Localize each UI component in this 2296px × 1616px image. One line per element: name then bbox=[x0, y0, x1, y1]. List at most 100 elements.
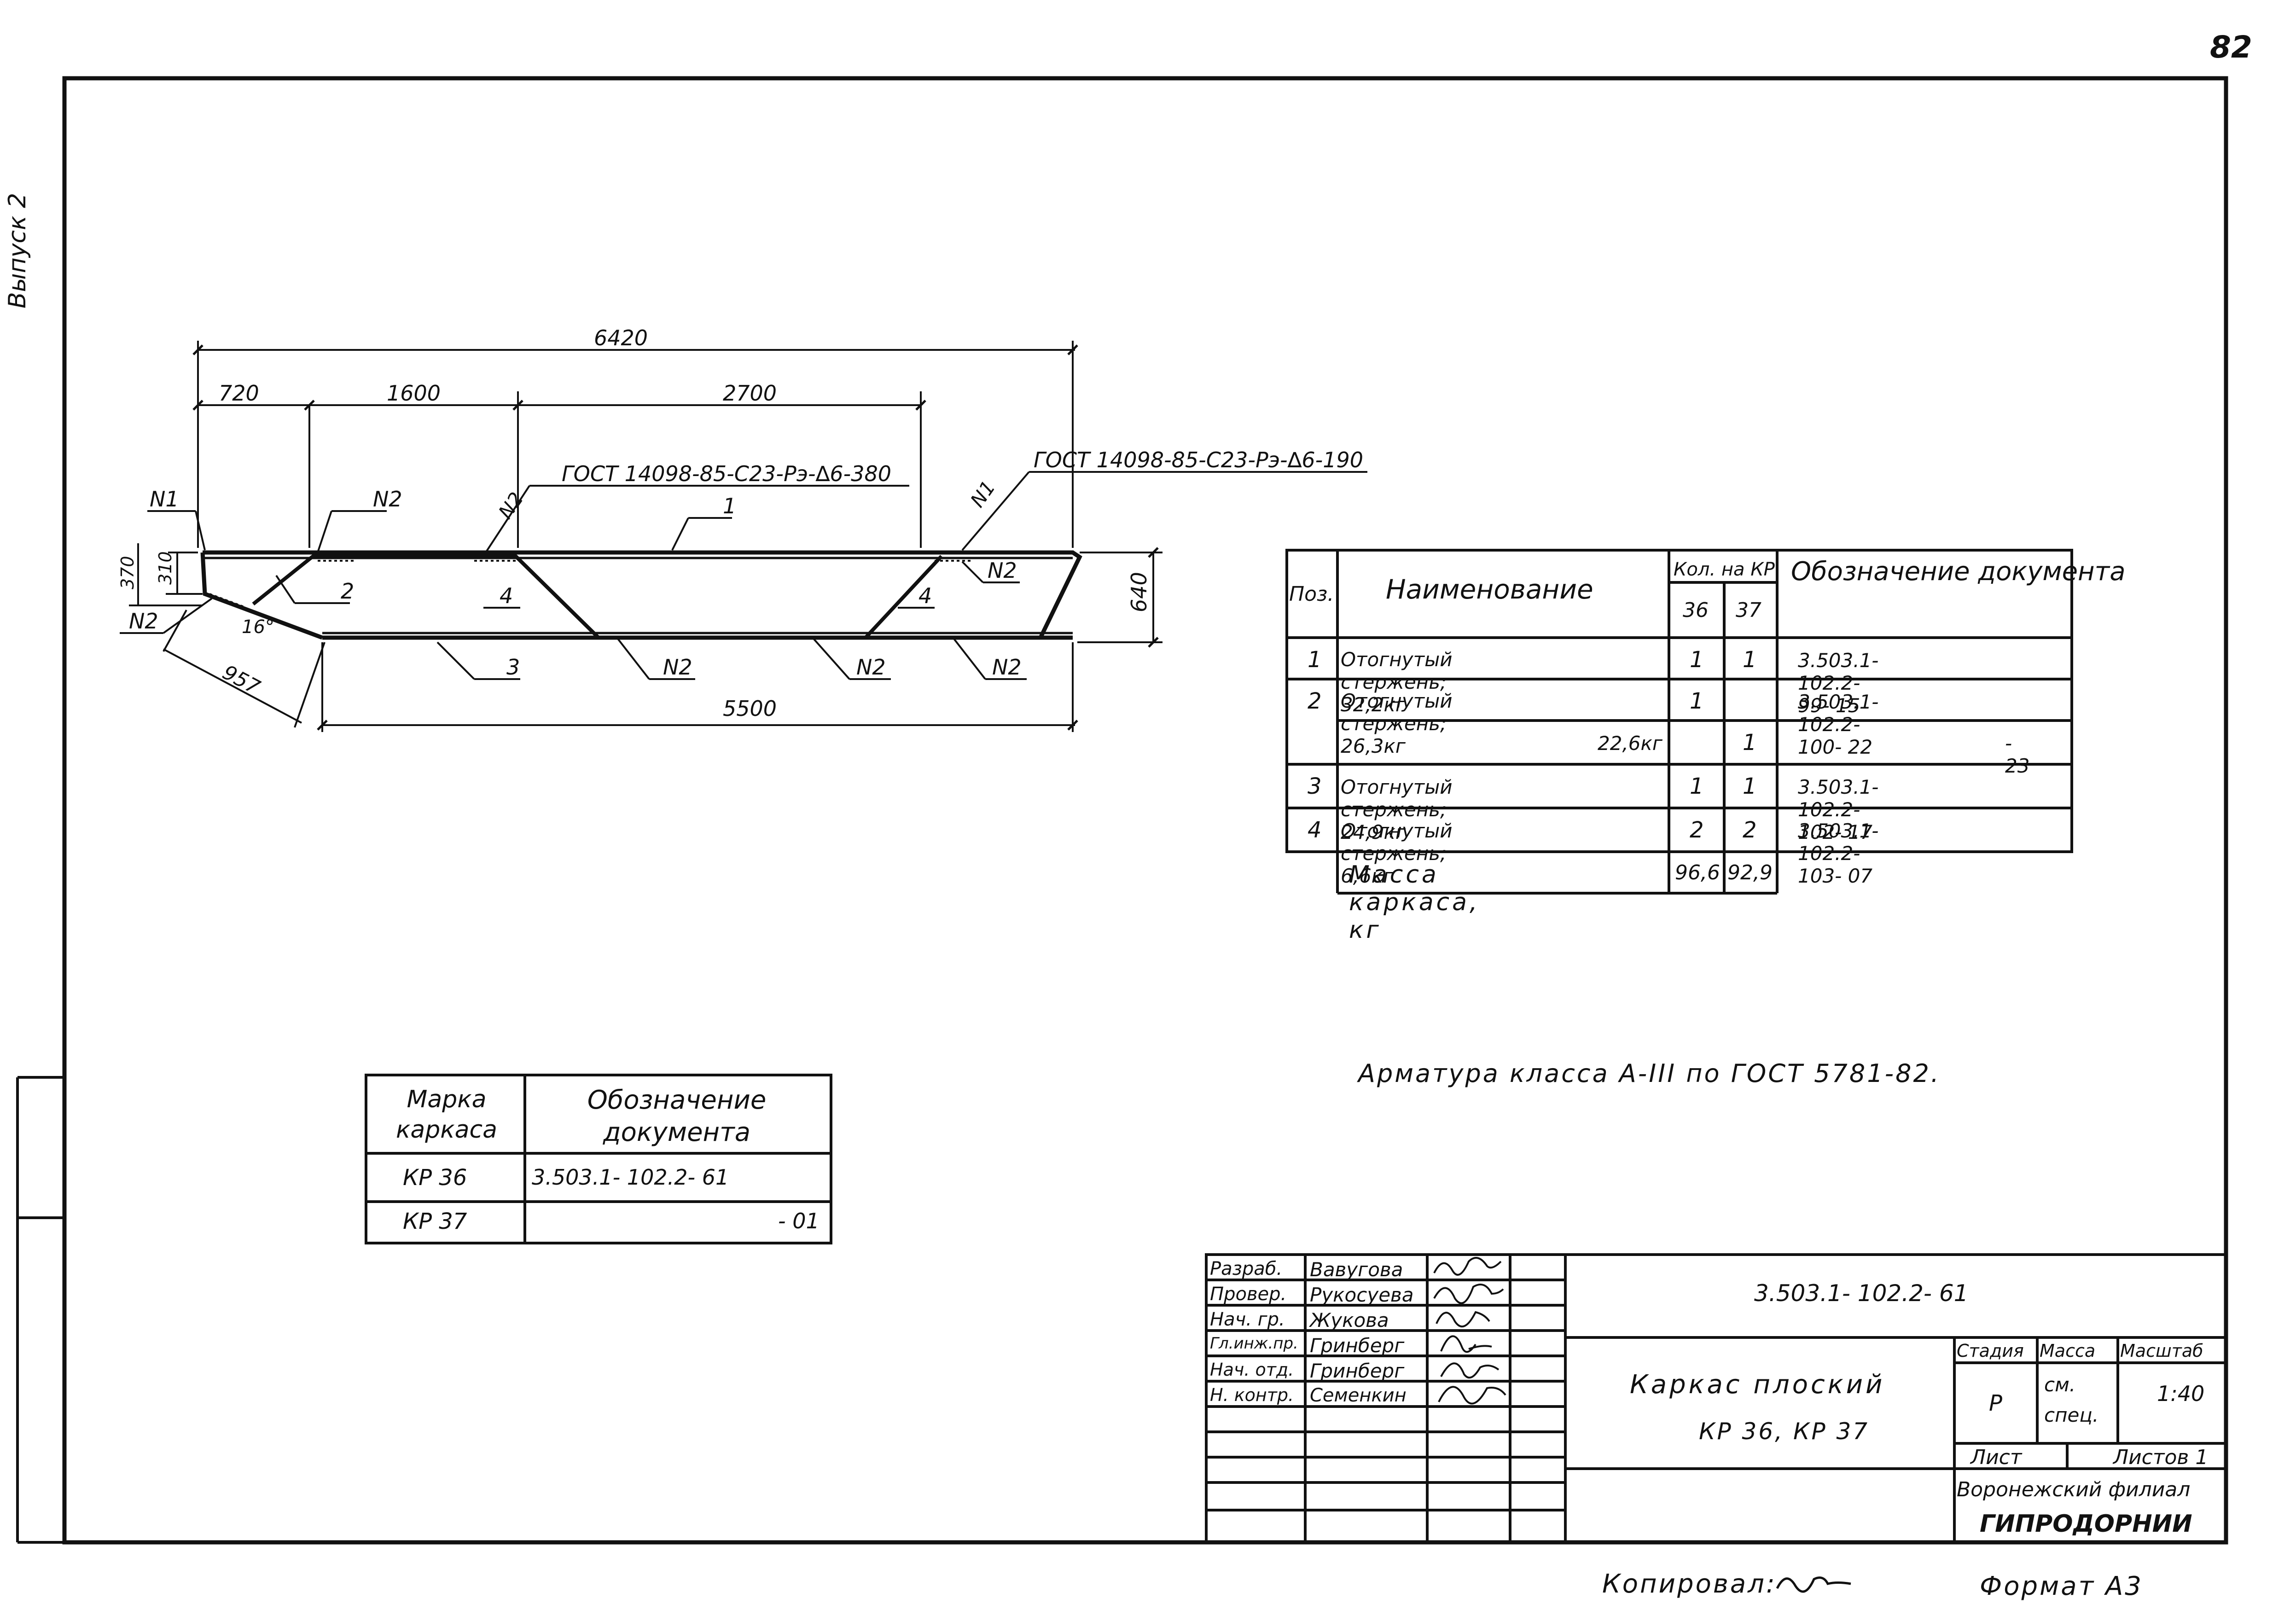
callout-n2-top: N2 bbox=[373, 487, 402, 512]
callout-pos-4-right: 4 bbox=[918, 583, 932, 608]
sheets-label: Листов 1 bbox=[2113, 1446, 2209, 1469]
spec-header-pos: Поз. bbox=[1289, 582, 1334, 606]
mark-cell: КР 36 bbox=[403, 1165, 467, 1191]
callout-pos-2: 2 bbox=[341, 579, 354, 604]
spec-header-qty: Кол. на КР bbox=[1674, 559, 1775, 580]
mass-value: см. спец. bbox=[2044, 1373, 2099, 1426]
scale-value: 1:40 bbox=[2157, 1381, 2205, 1406]
spec-mass-label: Масса каркаса, кг bbox=[1349, 861, 1480, 944]
organization-line-1: Воронежский филиал bbox=[1957, 1478, 2191, 1501]
spec-pos: 4 bbox=[1308, 817, 1322, 843]
signatures bbox=[1433, 1257, 1506, 1405]
spec-header-doc: Обозначение документа bbox=[1791, 557, 2126, 587]
mark-table bbox=[365, 1074, 832, 1244]
copied-by: Копировал: bbox=[1602, 1569, 1777, 1599]
reinforcement-note: Арматура класса А-III по ГОСТ 5781-82. bbox=[1358, 1059, 1941, 1088]
binding-strip bbox=[16, 1076, 64, 1544]
spec-doc: 3.503.1- 102.2- 99- 15 bbox=[1798, 649, 1879, 717]
spec-q36: 1 bbox=[1690, 688, 1704, 714]
bar-1 bbox=[203, 550, 1082, 639]
organization-line-2: ГИПРОДОРНИИ bbox=[1980, 1510, 2192, 1538]
spec-header-37: 37 bbox=[1736, 599, 1761, 622]
spec-doc: 3.503.1- 102.2- 102- 17 bbox=[1798, 776, 1879, 843]
dim-2700: 2700 bbox=[723, 381, 777, 406]
mark-cell: КР 37 bbox=[403, 1209, 467, 1234]
mark-header-doc: Обозначение документа bbox=[587, 1085, 767, 1147]
mark-header-mark: Марка каркаса bbox=[395, 1086, 497, 1144]
name-4: Гринберг bbox=[1310, 1360, 1405, 1382]
callout-n2-b2: N2 bbox=[856, 655, 886, 680]
dim-total: 6420 bbox=[594, 326, 648, 350]
callout-n2-b3: N2 bbox=[992, 655, 1022, 680]
callout-n1-left: N1 bbox=[150, 487, 179, 512]
spec-pos: 3 bbox=[1308, 773, 1322, 799]
spec-doc: 3.503.1- 102.2- 100- 22 bbox=[1798, 691, 1879, 758]
spec-doc: - 23 bbox=[2005, 732, 2030, 777]
spec-name: Отогнутый стержень; 26,3кг bbox=[1341, 690, 1453, 757]
stage-value: Р bbox=[1989, 1390, 2002, 1416]
name-0: Вавугова bbox=[1310, 1258, 1403, 1281]
sheet-frame bbox=[62, 76, 2228, 1545]
callout-n2-right-top: N2 bbox=[988, 558, 1017, 583]
role-2: Нач. гр. bbox=[1210, 1309, 1285, 1330]
dim-5500: 5500 bbox=[723, 696, 777, 721]
role-4: Нач. отд. bbox=[1210, 1360, 1294, 1380]
role-5: Н. контр. bbox=[1210, 1385, 1294, 1405]
name-1: Рукосуева bbox=[1310, 1284, 1414, 1306]
dim-angle: 16° bbox=[242, 616, 274, 638]
margin-note: Выпуск 2 bbox=[4, 193, 31, 308]
mass-header: Масса bbox=[2040, 1341, 2096, 1361]
spec-doc: 3.503.1- 102.2- 103- 07 bbox=[1798, 820, 1879, 887]
copier-signature bbox=[1776, 1576, 1851, 1593]
spec-pos: 1 bbox=[1308, 647, 1322, 673]
spec-q37: 1 bbox=[1743, 647, 1757, 673]
callout-pos-1: 1 bbox=[723, 494, 736, 518]
name-3: Гринберг bbox=[1310, 1334, 1405, 1357]
name-5: Семенкин bbox=[1310, 1385, 1407, 1406]
spec-name: Отогнутый стержень; 32,2кг bbox=[1341, 648, 1453, 716]
sheet-label: Лист bbox=[1970, 1446, 2022, 1469]
spec-mass-36: 96,6 bbox=[1675, 861, 1720, 884]
spec-q36: 2 bbox=[1690, 817, 1704, 843]
callout-gost-1: ГОСТ 14098-85-С23-Рэ-∆6-380 bbox=[562, 461, 891, 486]
callout-n2-mid: N2 bbox=[494, 488, 528, 523]
spec-header-36: 36 bbox=[1683, 599, 1709, 622]
stage-header: Стадия bbox=[1957, 1341, 2024, 1361]
dim-640: 640 bbox=[1127, 572, 1151, 612]
callout-n2-b1: N2 bbox=[663, 655, 692, 680]
role-0: Разраб. bbox=[1210, 1258, 1283, 1279]
callout-n1-right: N1 bbox=[966, 477, 1000, 512]
spec-pos: 2 bbox=[1308, 688, 1322, 714]
dim-1600: 1600 bbox=[387, 381, 441, 406]
bar-4-right bbox=[864, 555, 943, 639]
drawing-title: Каркас плоский bbox=[1630, 1370, 1885, 1400]
spec-name: 22,6кг bbox=[1598, 732, 1662, 755]
dim-370: 370 bbox=[117, 556, 138, 589]
document-code: 3.503.1- 102.2- 61 bbox=[1754, 1280, 1969, 1307]
drawing-subtitle: КР 36, КР 37 bbox=[1699, 1418, 1870, 1445]
callout-gost-2: ГОСТ 14098-85-С23-Рэ-∆6-190 bbox=[1034, 448, 1363, 472]
dimensions bbox=[129, 341, 1163, 732]
bar-1-left-end bbox=[200, 552, 323, 640]
spec-q36: 1 bbox=[1690, 647, 1704, 673]
role-3: Гл.инж.пр. bbox=[1210, 1334, 1298, 1353]
sheet-format: Формат А3 bbox=[1980, 1571, 2143, 1601]
spec-q37: 1 bbox=[1743, 773, 1757, 799]
weld-marks bbox=[209, 560, 971, 634]
frame-drawing: 6420 720 1600 2700 5500 640 370 310 957 … bbox=[117, 326, 1367, 732]
bar-2 bbox=[252, 554, 600, 639]
mark-doc-cell: 3.503.1- 102.2- 61 bbox=[532, 1165, 729, 1190]
dim-310: 310 bbox=[155, 551, 175, 585]
dim-957: 957 bbox=[219, 661, 264, 699]
spec-table: Поз. Наименование Кол. на КР 36 37 Обозн… bbox=[1285, 549, 2126, 895]
page-number: 82 bbox=[2210, 29, 2252, 65]
role-1: Провер. bbox=[1210, 1284, 1287, 1305]
spec-q37: 2 bbox=[1743, 817, 1757, 843]
scale-header: Масштаб bbox=[2120, 1341, 2203, 1361]
spec-mass-37: 92,9 bbox=[1727, 861, 1773, 884]
name-2: Жукова bbox=[1310, 1309, 1389, 1331]
spec-name: Отогнутый стержень; 6,6кг bbox=[1341, 820, 1453, 887]
spec-name: Отогнутый стержень; 24,9кг bbox=[1341, 776, 1453, 843]
title-block bbox=[1205, 1253, 2227, 1544]
